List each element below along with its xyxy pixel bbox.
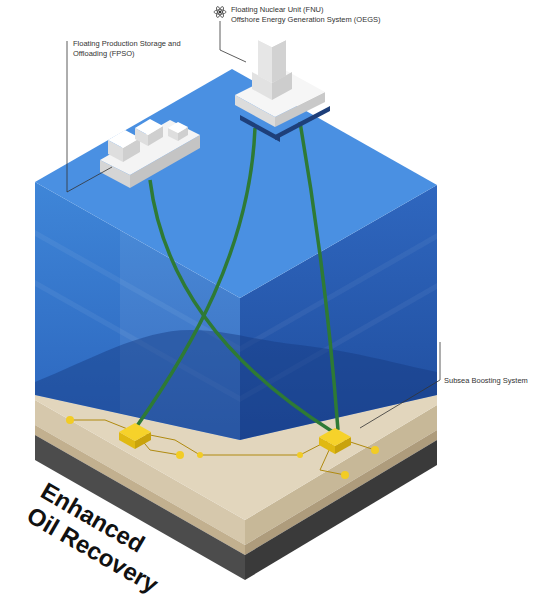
atom-icon — [215, 6, 225, 19]
leader-line — [360, 342, 440, 428]
seabed-wire — [70, 420, 375, 455]
atom-icon — [215, 6, 225, 19]
leader-line — [67, 41, 112, 192]
ship-block — [135, 119, 163, 135]
callout-label: Floating Nuclear Unit (FNU) — [231, 5, 324, 15]
ship-deck — [100, 120, 200, 175]
callout-label: Subsea Boosting System — [444, 376, 528, 386]
ship-block — [168, 122, 188, 133]
platform-tower — [258, 33, 286, 47]
boosting-unit — [119, 423, 151, 441]
seabed-mound — [35, 330, 437, 440]
water-band — [240, 233, 437, 352]
callout-label: Offshore Energy Generation System (OEGS) — [231, 15, 381, 25]
leader-line — [220, 21, 246, 62]
atom-icon — [219, 11, 222, 14]
platform-tower — [258, 40, 272, 83]
wellhead-dot — [371, 446, 379, 454]
wellhead-dot — [66, 416, 74, 424]
callout-label: Floating Production Storage and Offloadi… — [73, 39, 185, 59]
atom-icon — [214, 10, 226, 14]
boosting-unit — [319, 428, 351, 446]
wellhead-dot — [297, 452, 303, 458]
riser-line — [300, 122, 338, 430]
platform-tower — [272, 40, 286, 83]
wellhead-dot — [197, 452, 203, 458]
wellhead-dot — [176, 451, 184, 459]
water-top-face — [35, 69, 437, 298]
wellhead-dot — [341, 471, 349, 479]
